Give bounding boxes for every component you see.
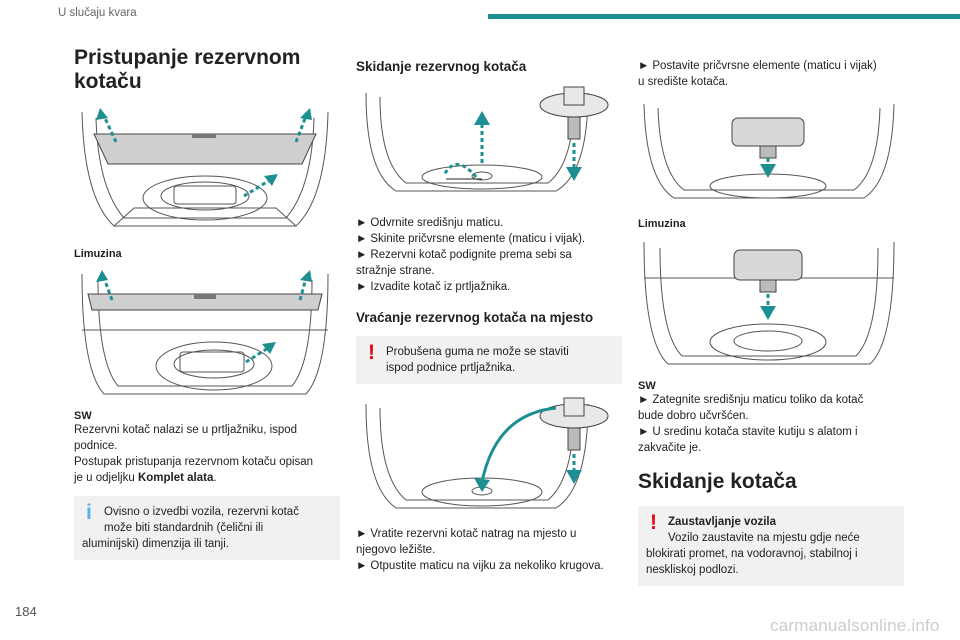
step-item: ►U sredinu kotača stavite kutiju s alato… xyxy=(638,426,858,438)
illustration-remove-spare-icon xyxy=(365,86,609,192)
step-item-continued: bude dobro učvršćen. xyxy=(638,410,749,422)
step-item-continued: u središte kotača. xyxy=(638,76,729,88)
illustration-fit-fixings-sw-icon xyxy=(643,241,895,365)
section-title-refit-spare: Vraćanje rezervnog kotača na mjesto xyxy=(356,310,594,325)
warning-icon: ! xyxy=(368,341,375,364)
step-item-continued: zakvačite je. xyxy=(638,442,702,454)
steps-refit-list: ►Vratite rezervni kotač natrag na mjesto… xyxy=(356,526,622,574)
label-limuzina: Limuzina xyxy=(74,248,122,260)
step-item: ►Postavite pričvrsne elemente (maticu i … xyxy=(638,60,877,72)
label-sw: SW xyxy=(74,410,92,422)
illustration-refit-spare-icon xyxy=(365,397,609,509)
column-2: Skidanje rezervnog kotača ►Odvrnite sred… xyxy=(356,58,622,574)
steps-tighten-list: ►Zategnite središnju maticu toliko da ko… xyxy=(638,392,904,456)
label-limuzina: Limuzina xyxy=(638,218,686,230)
running-header: U slučaju kvara xyxy=(58,7,137,19)
section-title-remove-wheel: Skidanje kotača xyxy=(638,470,797,493)
step-item: ►Zategnite središnju maticu toliko da ko… xyxy=(638,394,864,406)
step-item-continued: stražnje strane. xyxy=(356,265,435,277)
step-item: ►Vratite rezervni kotač natrag na mjesto… xyxy=(356,528,577,540)
trunk-illustration-limuzina-icon xyxy=(81,108,329,227)
warning-box-puncture: ! Probušena guma ne može se staviti ispo… xyxy=(356,336,622,384)
link-komplet-alata: Komplet alata xyxy=(137,472,214,484)
step-item: ►Skinite pričvrsne elemente (maticu i vi… xyxy=(356,233,586,245)
step-item: ►Izvadite kotač iz prtljažnika. xyxy=(356,281,511,293)
step-item-continued: njegovo ležište. xyxy=(356,544,436,556)
paragraph-location: Rezervni kotač nalazi se u prtljažniku, … xyxy=(74,424,314,484)
info-icon: i xyxy=(86,501,92,524)
illustration-fit-fixings-limuzina-icon xyxy=(643,103,895,199)
warning-icon: ! xyxy=(650,511,657,534)
info-note-box: i Ovisno o izvedbi vozila, rezervni kota… xyxy=(74,496,340,560)
steps-remove-list: ►Odvrnite središnju maticu. ►Skinite pri… xyxy=(356,215,622,295)
column-3: ►Postavite pričvrsne elemente (maticu i … xyxy=(638,58,904,586)
header-accent-bar xyxy=(488,14,960,19)
section-title-remove-spare: Skidanje rezervnog kotača xyxy=(356,59,527,74)
watermark: carmanualsonline.info xyxy=(770,616,940,635)
trunk-illustration-sw-icon xyxy=(81,270,329,395)
column-1: Pristupanje rezervnom kotaču Limuzina xyxy=(74,46,340,560)
page-number: 184 xyxy=(15,604,37,619)
warning-box-stop-vehicle: ! Zaustavljanje vozila Vozilo zaustavite… xyxy=(638,506,904,586)
label-sw: SW xyxy=(638,380,656,392)
step-item: ►Odvrnite središnju maticu. xyxy=(356,217,504,229)
step-item: ►Otpustite maticu na vijku za nekoliko k… xyxy=(356,560,604,572)
step-item: ►Rezervni kotač podignite prema sebi sa xyxy=(356,249,572,261)
section-title-access-spare: Pristupanje rezervnom kotaču xyxy=(74,46,301,93)
